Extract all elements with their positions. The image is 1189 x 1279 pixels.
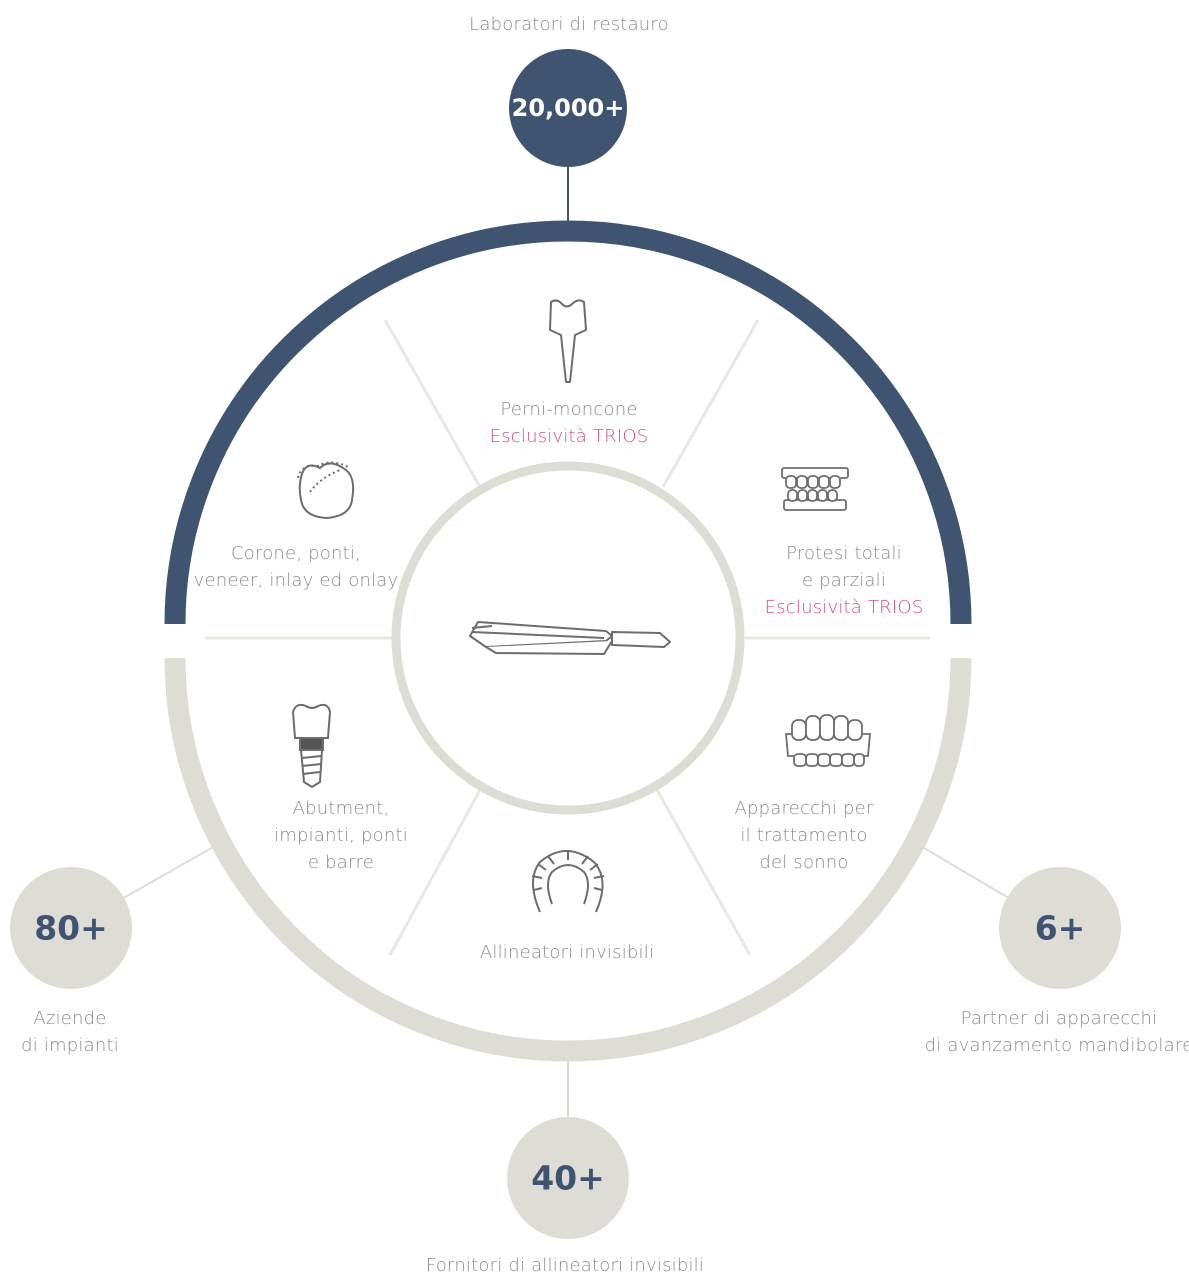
segment-post-core-title: Perni-moncone	[500, 399, 638, 420]
aligner-icon	[531, 850, 605, 913]
segment-implants: Abutment, impianti, ponti e barre	[274, 798, 408, 873]
implant-icon	[291, 703, 332, 789]
stat-bubble-left	[10, 867, 132, 989]
stat-value-sleep-partners: 6+	[1034, 908, 1086, 948]
stat-label-implant-companies: Aziende di impianti	[21, 1008, 119, 1056]
post-core-icon	[549, 299, 587, 383]
stat-label-sleep-partners: Partner di apparecchi di avanzamento man…	[924, 1008, 1189, 1056]
divider-lower-left	[388, 789, 482, 956]
stat-value-labs: 20,000+	[511, 94, 625, 122]
segment-dentures-badge: Esclusività TRIOS	[764, 597, 924, 618]
stat-bubble-top	[509, 49, 627, 167]
divider-upper-right	[661, 319, 760, 488]
stat-value-implant-companies: 80+	[34, 908, 108, 948]
segment-aligners: Allineatori invisibili	[479, 942, 655, 963]
stat-value-aligner-suppliers: 40+	[531, 1158, 605, 1198]
outer-ring-bottom	[164, 657, 972, 1062]
segment-dentures: Protesi totali e parziali Esclusività TR…	[765, 540, 924, 621]
segment-post-core: Perni-moncone Esclusività TRIOS	[490, 396, 649, 450]
stat-bubble-right	[999, 867, 1121, 989]
stat-bubble-bottom	[507, 1117, 629, 1239]
sleep-appliance-icon	[785, 714, 871, 767]
dentures-icon	[781, 467, 849, 511]
connector-left	[119, 841, 223, 901]
segment-sleep: Apparecchi per il trattamento del sonno	[734, 798, 874, 873]
segment-post-core-badge: Esclusività TRIOS	[489, 426, 649, 447]
connector-right	[913, 841, 1013, 901]
intraoral-scanner-icon	[469, 621, 671, 655]
divider-lower-right	[655, 789, 752, 956]
stat-label-aligner-suppliers: Fornitori di allineatori invisibili	[425, 1255, 705, 1276]
outer-ring-top	[164, 220, 972, 625]
crown-icon	[297, 461, 355, 520]
stat-label-labs: Laboratori di restauro	[469, 14, 669, 35]
divider-upper-left	[383, 319, 482, 488]
segment-crowns: Corone, ponti, veneer, inlay ed onlay	[193, 543, 399, 591]
